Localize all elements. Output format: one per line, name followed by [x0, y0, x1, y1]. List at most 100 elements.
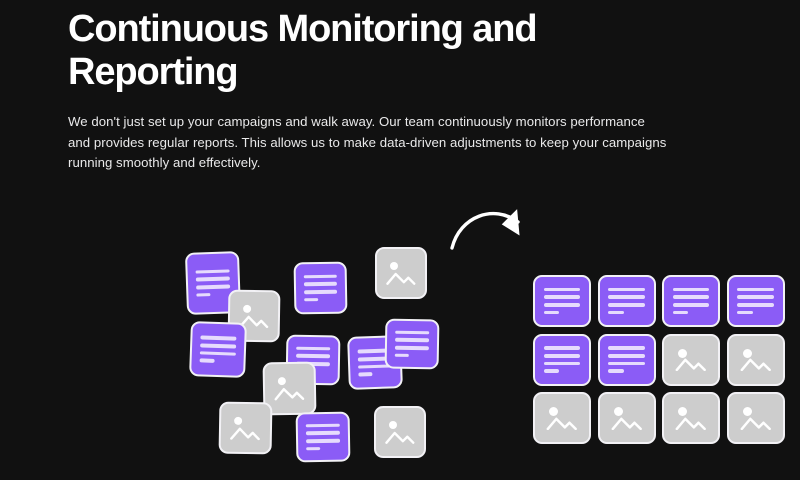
card-text-line [672, 295, 710, 299]
text-asset-card [597, 275, 656, 327]
text-asset-card [726, 275, 785, 327]
picture-icon-peaks [674, 356, 707, 372]
card-text-line [395, 338, 430, 343]
organized-asset-grid [533, 275, 785, 451]
card-text-line [737, 295, 774, 299]
text-asset-card [662, 275, 720, 327]
card-text-line [737, 310, 753, 315]
text-asset-card [293, 261, 348, 315]
section-paragraph: We don't just set up your campaigns and … [68, 114, 667, 170]
card-text-line [303, 282, 338, 287]
card-text-lines [195, 269, 231, 297]
card-text-line [672, 287, 710, 292]
card-text-line [608, 353, 645, 358]
card-text-line [195, 276, 230, 282]
card-text-line [608, 361, 645, 366]
card-text-line [199, 358, 215, 363]
card-text-lines [608, 287, 645, 315]
curved-arrow-icon [448, 198, 540, 254]
picture-icon-peaks [239, 312, 269, 328]
card-text-lines [608, 346, 645, 373]
image-asset-card [726, 333, 785, 386]
card-text-line [306, 446, 321, 451]
picture-icon [674, 347, 707, 372]
card-text-line [296, 346, 331, 351]
card-text-line [608, 310, 624, 315]
picture-icon [739, 406, 772, 431]
illustration-area [0, 185, 800, 480]
picture-icon-peaks [739, 356, 772, 372]
image-asset-card [227, 289, 281, 343]
card-text-line [608, 295, 645, 299]
card-text-line [543, 346, 581, 350]
picture-icon [274, 376, 305, 402]
card-text-line [394, 353, 410, 358]
card-text-line [305, 423, 340, 428]
card-text-line [195, 269, 230, 275]
picture-icon-sun [678, 348, 688, 358]
card-text-line [543, 353, 581, 358]
card-text-lines [543, 287, 581, 315]
card-text-lines [305, 423, 341, 451]
picture-icon [545, 406, 578, 431]
picture-icon-peaks [386, 270, 416, 285]
text-asset-card [533, 275, 591, 327]
text-asset-card [533, 333, 591, 386]
picture-icon [674, 406, 707, 431]
card-text-line [543, 310, 560, 315]
card-text-line [394, 345, 429, 350]
card-text-line [303, 289, 338, 294]
card-text-line [303, 274, 337, 279]
image-asset-card [374, 406, 426, 458]
asset-grid-row [533, 333, 785, 386]
picture-icon-sun [613, 407, 623, 417]
picture-icon-sun [389, 262, 398, 271]
card-text-line [737, 303, 774, 307]
card-text-line [305, 431, 340, 436]
picture-icon [385, 420, 415, 445]
picture-icon-peaks [545, 415, 578, 430]
card-text-line [543, 303, 581, 307]
picture-icon-peaks [385, 429, 415, 444]
image-asset-card [662, 333, 720, 386]
image-asset-card [597, 392, 656, 444]
picture-icon-peaks [274, 385, 305, 401]
card-text-line [196, 292, 211, 297]
text-asset-card [597, 333, 656, 386]
image-asset-card [218, 401, 273, 455]
card-text-lines [303, 274, 338, 302]
card-text-line [296, 354, 331, 359]
card-text-line [200, 343, 236, 349]
asset-grid-row [533, 392, 785, 444]
section-text-block: Continuous Monitoring and Reporting We d… [68, 8, 668, 174]
card-text-lines [199, 335, 237, 364]
card-text-line [543, 369, 560, 373]
card-text-line [200, 350, 236, 356]
card-text-lines [543, 346, 581, 373]
picture-icon [386, 261, 416, 286]
image-asset-card [533, 392, 591, 444]
asset-grid-row [533, 275, 785, 327]
page-title: Continuous Monitoring and Reporting [68, 8, 538, 93]
card-text-line [672, 303, 710, 307]
image-asset-card [262, 361, 317, 416]
image-asset-card [375, 247, 427, 299]
picture-icon-sun [742, 348, 752, 358]
picture-icon-peaks [674, 415, 707, 430]
picture-icon-peaks [610, 415, 643, 430]
text-asset-card [384, 318, 440, 370]
card-text-line [358, 372, 373, 377]
card-text-line [306, 438, 341, 443]
card-text-line [395, 330, 430, 335]
picture-icon-sun [742, 407, 752, 417]
picture-icon [230, 415, 261, 440]
card-text-lines [737, 287, 774, 315]
picture-icon-peaks [230, 424, 261, 440]
image-asset-card [662, 392, 720, 444]
text-asset-card [189, 321, 247, 378]
picture-icon-sun [549, 407, 559, 417]
card-text-line [543, 295, 581, 299]
card-text-line [608, 287, 645, 292]
card-text-lines [394, 330, 430, 358]
card-text-line [737, 287, 774, 292]
